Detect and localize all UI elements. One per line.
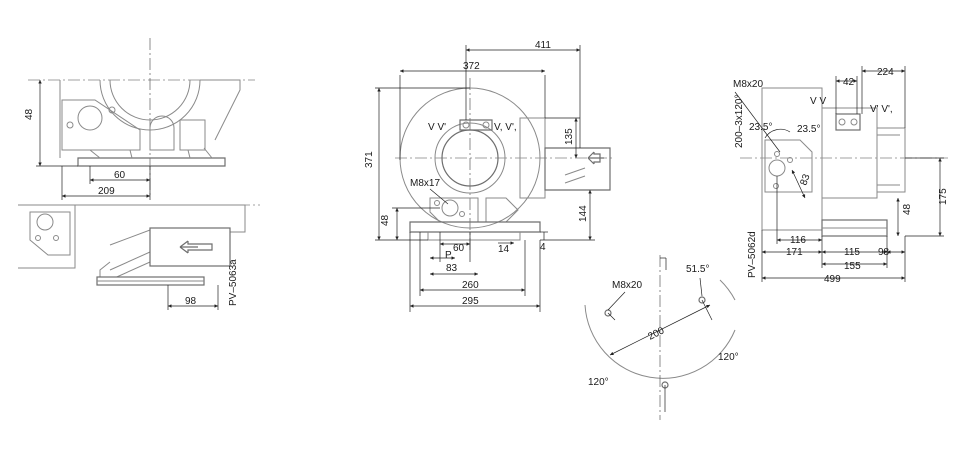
side-overall-length-dim: 499 [824,274,841,285]
left-upper-view: 48 60 209 [24,38,255,200]
side-valve-offset-dim: 42 [843,77,855,88]
front-foot-gap-dim: 4 [540,242,546,253]
front-bolt-spacing-dim: 60 [453,243,465,254]
side-base-pitch-dim: 155 [844,261,861,272]
side-valve-right-label: V' V', [870,104,893,115]
side-view: 224 42 M8x20 V V V' V', 23.5° 23.5° 200–… [733,66,949,285]
left-upper-width-dim: 209 [98,186,115,197]
side-bolt-offset-dim: 83 [798,172,812,187]
side-foot-inner-dim: 116 [790,235,806,246]
front-valve-left-label: V V' [428,122,446,133]
flange-angle-left-label: 120° [588,377,609,388]
flange-diameter-dim: 200 [646,325,666,343]
front-foot-height-dim: 48 [380,214,391,226]
front-foot-thickness-dim: 14 [498,244,510,255]
side-flange-angle-label: 23.5° [749,122,772,133]
side-flange-angle-b-label: 23.5° [797,124,820,135]
side-base-mid-dim: 115 [844,247,860,258]
left-lower-view: 98 PV–5063a [18,204,260,310]
side-mount-thread-label: M8x20 [733,79,763,90]
front-pitch-dim: P [445,250,452,261]
flange-detail-view: 200 M8x20 51.5° 120° 120° [584,255,739,420]
left-lower-outlet-offset-dim: 98 [185,296,197,307]
side-valve-left-label: V V [810,96,826,107]
front-base-inner-dim: 83 [446,263,458,274]
front-base-width-dim: 260 [462,280,479,291]
side-base-left-dim: 171 [786,247,803,258]
front-mount-thread-label: M8x17 [410,178,440,189]
front-overall-base-dim: 295 [462,296,479,307]
side-flange-pattern-label: 200–3x120° [734,95,745,149]
flange-thread-label: M8x20 [612,280,642,291]
side-model-label: PV–5062d [747,231,758,278]
flange-angle-right-label: 120° [718,352,739,363]
front-valve-right-label: V, V', [494,122,517,133]
front-outlet-height-dim: 135 [564,128,575,145]
side-foot-height-dim: 48 [902,203,913,215]
front-view: 372 411 371 48 135 144 4 60 P 83 14 [364,40,615,312]
side-base-right-dim: 98 [878,247,890,258]
flange-angle-top-label: 51.5° [686,264,709,275]
left-upper-bolt-spacing-dim: 60 [114,170,126,181]
left-upper-height-dim: 48 [24,108,35,120]
front-height-dim: 371 [364,151,375,168]
front-outlet-drop-dim: 144 [578,205,589,222]
side-overall-right-dim: 224 [877,67,894,78]
left-lower-model-label: PV–5063a [228,259,239,306]
front-housing-width-dim: 372 [463,61,480,72]
side-height-right-dim: 175 [938,188,949,205]
front-overall-width-dim: 411 [535,40,551,51]
